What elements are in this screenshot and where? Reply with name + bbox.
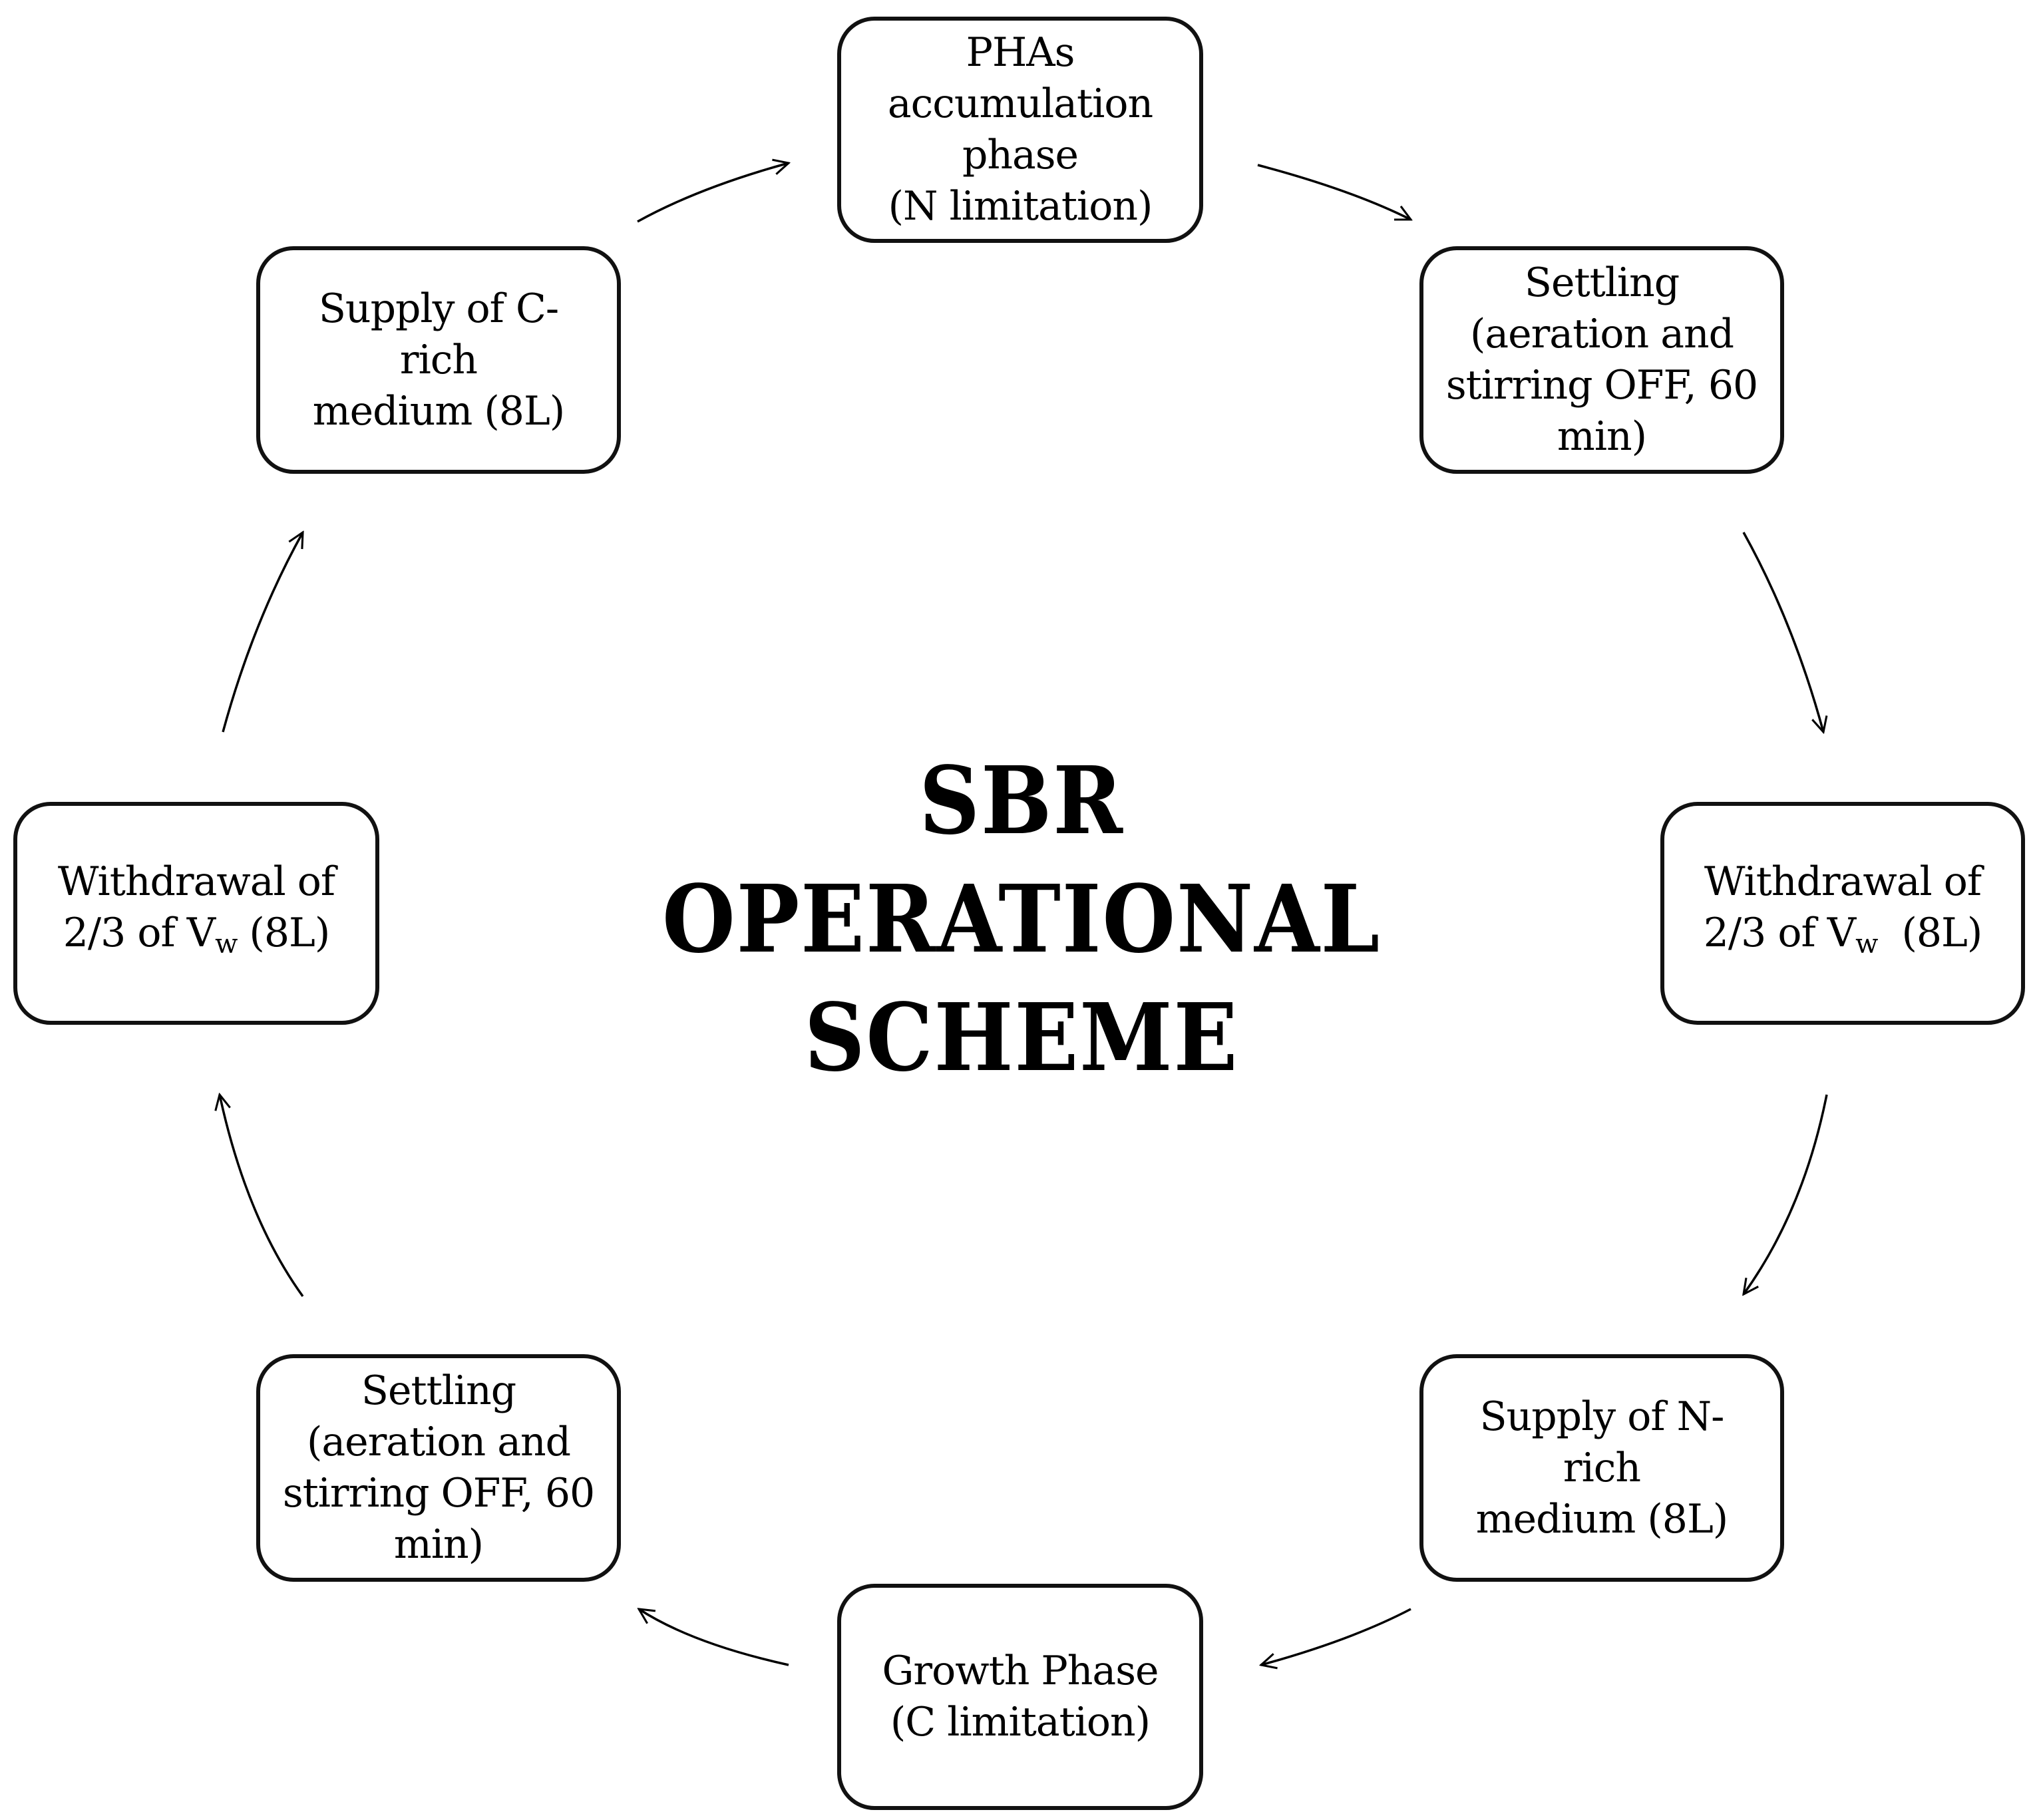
step-pha-accumulation: PHAs accumulation phase (N limitation) — [837, 17, 1203, 243]
step-withdrawal-right: Withdrawal of 2/3 of Vw (8L) — [1660, 802, 2025, 1025]
arrow-withdrawal-right-to-supply-n — [1744, 1094, 1828, 1294]
step-supply-n-rich-label: Supply of N- rich medium (8L) — [1475, 1393, 1728, 1543]
step-pha-accumulation-label: PHAs accumulation phase (N limitation) — [887, 29, 1153, 230]
step-growth-phase-label: Growth Phase (C limitation) — [882, 1648, 1159, 1745]
withdrawal-right-subscript: w — [1855, 929, 1878, 960]
step-supply-c-rich-label: Supply of C- rich medium (8L) — [312, 285, 565, 435]
arrow-settling-bottom-to-withdrawal-left — [220, 1095, 304, 1298]
arrow-withdrawal-left-to-supply-c — [222, 532, 303, 733]
diagram-title: SBR OPERATIONAL SCHEME — [572, 742, 1471, 1097]
arrow-growth-to-settling-bottom — [639, 1609, 789, 1666]
step-supply-n-rich: Supply of N- rich medium (8L) — [1419, 1354, 1784, 1582]
arrow-supply-c-to-accumulation — [637, 163, 789, 223]
step-settling-bottom: Settling (aeration and stirring OFF, 60 … — [256, 1354, 621, 1582]
step-settling-top: Settling (aeration and stirring OFF, 60 … — [1419, 246, 1784, 474]
step-settling-top-label: Settling (aeration and stirring OFF, 60 … — [1445, 260, 1758, 460]
withdrawal-right-prefix: Withdrawal of 2/3 of V — [1703, 858, 1982, 956]
step-withdrawal-left-label: Withdrawal of 2/3 of Vw (8L) — [58, 856, 335, 970]
arrow-accumulation-to-settling — [1257, 164, 1411, 221]
step-withdrawal-right-label: Withdrawal of 2/3 of Vw (8L) — [1703, 856, 1983, 970]
withdrawal-left-prefix: Withdrawal of 2/3 of V — [57, 858, 335, 956]
title-line-1: SBR — [919, 747, 1124, 856]
arrow-settling-to-withdrawal-right — [1742, 532, 1823, 732]
title-line-3: SCHEME — [804, 984, 1239, 1093]
title-line-2: OPERATIONAL — [662, 865, 1381, 974]
step-supply-c-rich: Supply of C- rich medium (8L) — [256, 246, 621, 474]
step-growth-phase: Growth Phase (C limitation) — [837, 1584, 1203, 1810]
arrow-supply-n-to-growth — [1261, 1608, 1411, 1665]
withdrawal-left-suffix: (8L) — [237, 910, 330, 956]
step-settling-bottom-label: Settling (aeration and stirring OFF, 60 … — [282, 1367, 595, 1568]
withdrawal-right-suffix: (8L) — [1877, 910, 1982, 956]
step-withdrawal-left: Withdrawal of 2/3 of Vw (8L) — [13, 802, 379, 1025]
withdrawal-left-subscript: w — [215, 929, 238, 960]
